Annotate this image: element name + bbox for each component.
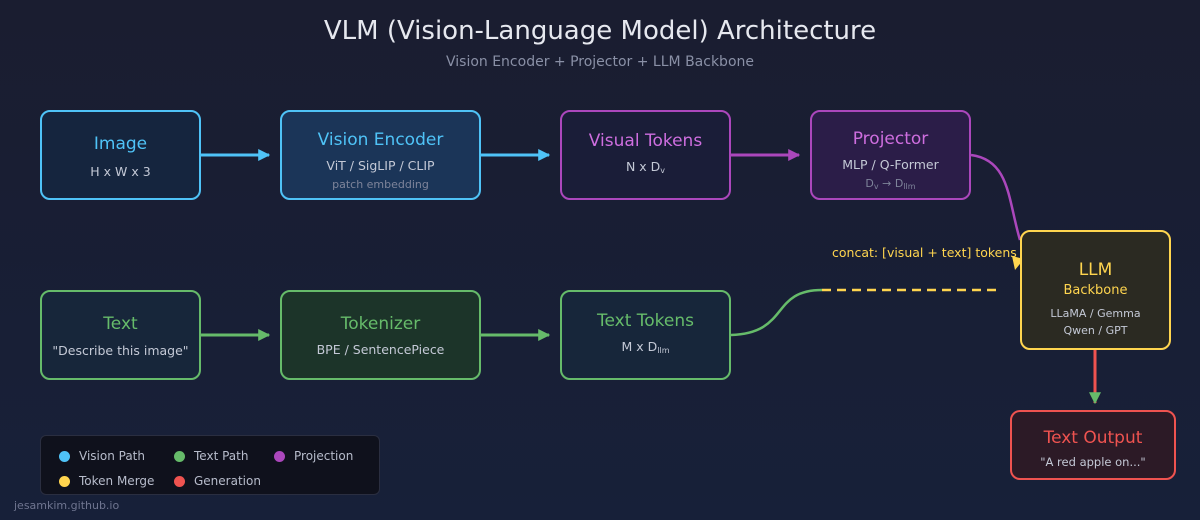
text-output-node: Text Output "A red apple on..." — [1010, 410, 1176, 480]
projector-types: MLP / Q-Former — [842, 157, 939, 172]
projector-title: Projector — [852, 129, 929, 149]
image-node-shape: H x W x 3 — [90, 164, 151, 179]
legend-dot-icon — [174, 450, 185, 462]
text-node-title: Text — [103, 314, 138, 334]
legend-item-token-merge: Token Merge — [59, 474, 154, 488]
text-node: Text "Describe this image" — [40, 290, 201, 380]
tokenizer-node: Tokenizer BPE / SentencePiece — [280, 290, 481, 380]
legend: Vision Path Text Path Projection Token M… — [40, 435, 380, 495]
tokenizer-title: Tokenizer — [340, 314, 421, 334]
legend-item-vision-path: Vision Path — [59, 449, 145, 463]
arrow-projector-to-llm — [970, 153, 1022, 241]
legend-item-text-path: Text Path — [174, 449, 248, 463]
text-tokens-node: Text Tokens M x Dllm — [560, 290, 731, 380]
footer-credit: jesamkim.github.io — [14, 499, 120, 512]
llm-models-line2: Qwen / GPT — [1063, 324, 1128, 337]
text-node-prompt: "Describe this image" — [52, 343, 189, 358]
text-output-title: Text Output — [1043, 428, 1143, 448]
visual-tokens-shape: N x Dv — [625, 159, 666, 175]
vision-encoder-title: Vision Encoder — [317, 130, 444, 150]
legend-dot-icon — [174, 475, 185, 487]
llm-title: LLM — [1078, 260, 1113, 280]
legend-item-projection: Projection — [274, 449, 353, 463]
legend-dot-icon — [59, 475, 70, 487]
vision-encoder-note: patch embedding — [332, 178, 429, 191]
llm-node: LLM Backbone LLaMA / Gemma Qwen / GPT — [1020, 230, 1171, 350]
diagram-subtitle: Vision Encoder + Projector + LLM Backbon… — [445, 54, 754, 70]
concat-label: concat: [visual + text] tokens — [832, 245, 1017, 260]
llm-subtitle: Backbone — [1063, 283, 1128, 298]
image-node-title: Image — [93, 134, 148, 154]
arrow-text-tokens-to-merge — [730, 288, 823, 337]
text-tokens-title: Text Tokens — [596, 311, 694, 331]
diagram-title: VLM (Vision-Language Model) Architecture — [323, 16, 877, 46]
legend-dot-icon — [274, 450, 285, 462]
text-tokens-shape: M x Dllm — [621, 339, 670, 355]
legend-item-generation: Generation — [174, 474, 261, 488]
projector-dimension-map: Dv → Dllm — [865, 177, 916, 191]
legend-dot-icon — [59, 450, 70, 462]
vision-encoder-node: Vision Encoder ViT / SigLIP / CLIP patch… — [280, 110, 481, 200]
visual-tokens-node: Visual Tokens N x Dv — [560, 110, 731, 200]
projector-node: Projector MLP / Q-Former Dv → Dllm — [810, 110, 971, 200]
visual-tokens-title: Visual Tokens — [588, 131, 703, 151]
llm-models-line1: LLaMA / Gemma — [1050, 307, 1141, 320]
text-output-sample: "A red apple on..." — [1040, 455, 1146, 469]
image-node: Image H x W x 3 — [40, 110, 201, 200]
tokenizer-methods: BPE / SentencePiece — [316, 342, 445, 357]
vision-encoder-models: ViT / SigLIP / CLIP — [326, 158, 435, 173]
